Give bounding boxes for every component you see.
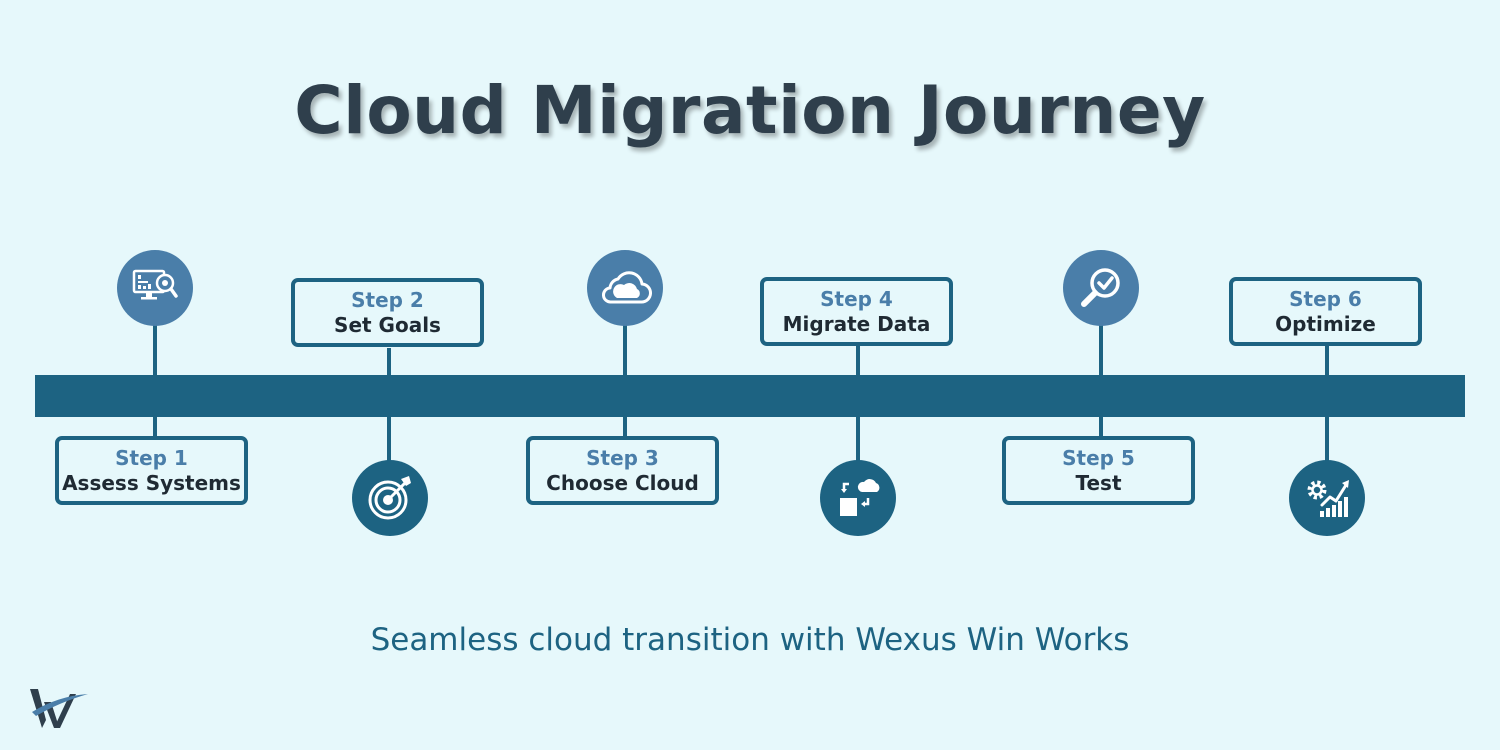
connector-step-6-bottom xyxy=(1325,416,1329,462)
tagline: Seamless cloud transition with Wexus Win… xyxy=(370,622,1130,658)
cloud-icon xyxy=(587,250,663,326)
connector-step-1-bottom xyxy=(153,416,157,438)
wexus-logo xyxy=(28,686,92,734)
timeline-bar xyxy=(35,375,1465,417)
connector-step-4-bottom xyxy=(856,416,860,462)
step-box-5: Step 5 Test xyxy=(1002,436,1195,505)
step-box-6: Step 6 Optimize xyxy=(1229,277,1422,346)
growth-chart-icon xyxy=(1289,460,1365,536)
step-box-2: Step 2 Set Goals xyxy=(291,278,484,347)
step-box-3: Step 3 Choose Cloud xyxy=(526,436,719,505)
connector-step-3-bottom xyxy=(623,416,627,438)
step-label: Step 5 xyxy=(1062,445,1135,470)
connector-step-2-bottom xyxy=(387,416,391,462)
step-name: Optimize xyxy=(1275,311,1376,336)
step-name: Migrate Data xyxy=(782,311,931,336)
magnifier-check-icon xyxy=(1063,250,1139,326)
connector-step-5-top xyxy=(1099,322,1103,376)
step-label: Step 3 xyxy=(586,445,659,470)
step-label: Step 6 xyxy=(1289,286,1362,311)
page-title: Cloud Migration Journey xyxy=(294,72,1206,149)
connector-step-5-bottom xyxy=(1099,416,1103,438)
step-box-4: Step 4 Migrate Data xyxy=(760,277,953,346)
connector-step-2-top xyxy=(387,348,391,376)
connector-step-6-top xyxy=(1325,346,1329,376)
data-transfer-icon xyxy=(820,460,896,536)
step-label: Step 1 xyxy=(115,445,188,470)
step-label: Step 4 xyxy=(820,286,893,311)
connector-step-1-top xyxy=(153,322,157,376)
step-box-1: Step 1 Assess Systems xyxy=(55,436,248,505)
connector-step-4-top xyxy=(856,346,860,376)
step-name: Choose Cloud xyxy=(546,470,699,495)
step-name: Test xyxy=(1075,470,1122,495)
connector-step-3-top xyxy=(623,322,627,376)
step-name: Set Goals xyxy=(334,312,441,337)
monitor-analytics-icon xyxy=(117,250,193,326)
target-icon xyxy=(352,460,428,536)
step-name: Assess Systems xyxy=(62,470,241,495)
step-label: Step 2 xyxy=(351,287,424,312)
